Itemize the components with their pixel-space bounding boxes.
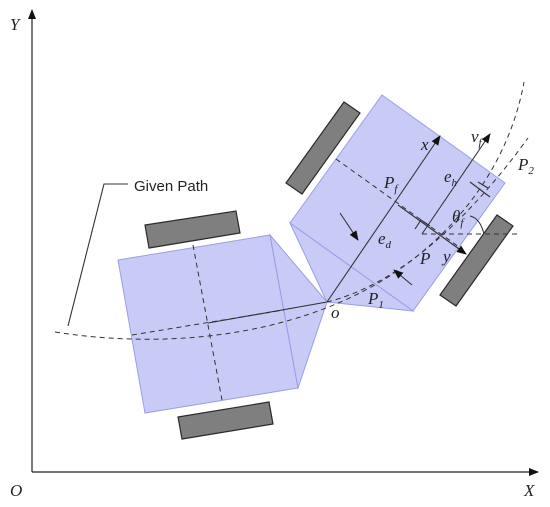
y-axis-label: Y	[10, 15, 21, 34]
theta-f-label: θf	[452, 207, 465, 229]
point-pf-label: Pf	[383, 173, 399, 195]
rear-body-square	[117, 234, 299, 414]
velocity-arrow	[421, 133, 491, 235]
front-body	[285, 94, 514, 312]
given-path-leader	[67, 183, 128, 327]
rear-body	[117, 210, 328, 440]
rear-hitch-wedge	[269, 233, 328, 390]
theta-arc	[469, 215, 485, 235]
point-p1-label: P1	[367, 289, 384, 311]
point-p-label: P	[419, 249, 430, 268]
rear-link-line	[207, 301, 328, 324]
reference-path-curve	[326, 137, 529, 303]
rear-top-wheel	[144, 210, 241, 249]
given-path-label: Given Path	[134, 178, 208, 195]
local-y-axis-arrow	[397, 204, 467, 255]
local-y-label: y	[441, 247, 451, 266]
point-o-label: o	[331, 303, 340, 322]
local-x-axis-arrow	[326, 135, 441, 303]
point-p2-label: P2	[517, 155, 534, 177]
local-x-label: x	[420, 135, 429, 154]
ed-arrow-lower	[393, 269, 413, 286]
front-axle-centerline	[335, 158, 460, 248]
front-hitch-wedge	[288, 221, 415, 312]
eh-tick	[477, 181, 489, 189]
rear-bottom-wheel	[177, 401, 274, 440]
error-ed-label: ed	[378, 229, 392, 251]
front-right-wheel	[439, 214, 514, 307]
right-angle-marker	[414, 219, 431, 230]
x-axis-label: X	[523, 481, 535, 500]
front-left-wheel	[285, 101, 361, 195]
origin-label: O	[10, 481, 22, 500]
velocity-label: vf	[471, 127, 484, 149]
error-eh-label: eh	[444, 167, 458, 189]
ed-arrow-upper	[339, 212, 359, 241]
given-path-curve	[54, 81, 525, 340]
eh-extension	[469, 181, 491, 198]
